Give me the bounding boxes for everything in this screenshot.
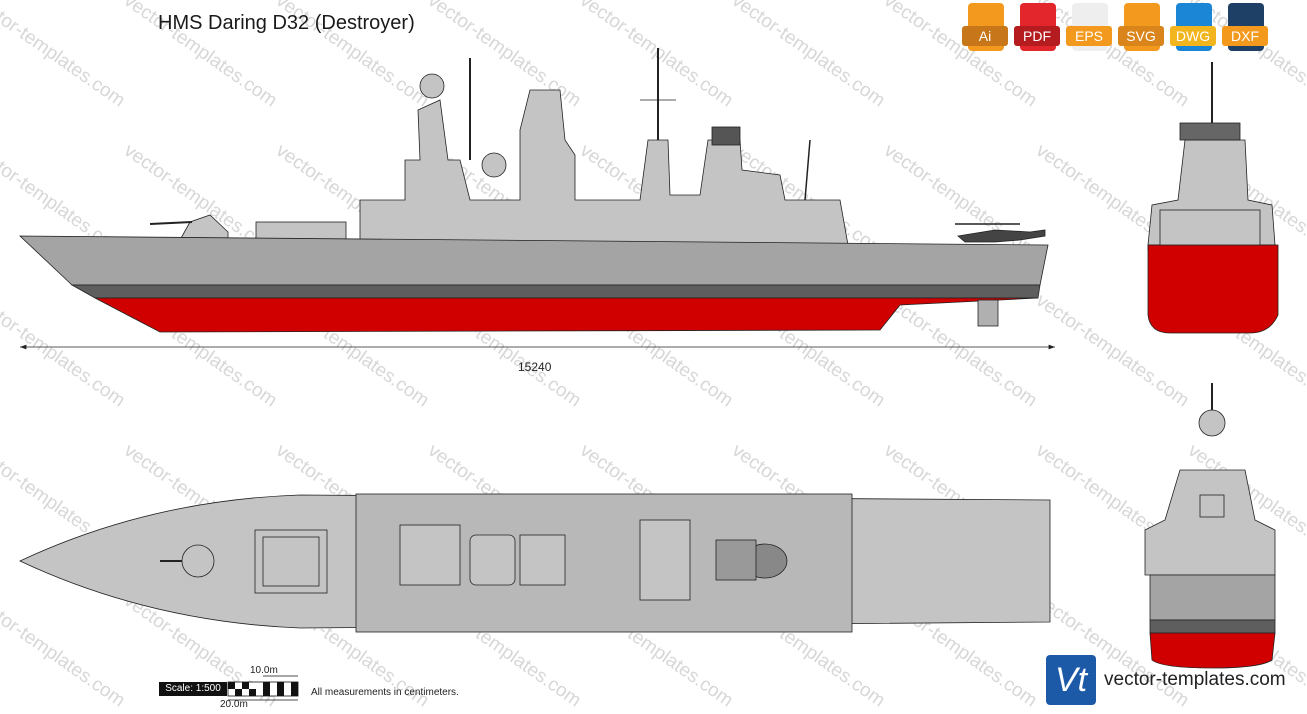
format-label: SVG [1118,26,1164,46]
front-view-lower [1144,383,1276,669]
format-dwg-button[interactable]: DWG [1170,3,1216,51]
scale-top-label: 10.0m [250,665,278,676]
side-antifouling [94,297,1039,333]
side-view [18,48,1049,333]
brand-logo-icon: Vt [1046,655,1096,705]
format-ai-button[interactable]: Ai [962,3,1008,51]
length-dimension-label: 15240 [518,360,552,374]
scale-bar [227,675,299,701]
side-superstructure [359,89,849,246]
format-eps-button[interactable]: EPS [1066,3,1112,51]
format-label: Ai [962,26,1008,46]
scale-bottom-label: 20.0m [220,699,248,710]
side-hull [18,235,1049,286]
format-dxf-button[interactable]: DXF [1222,3,1268,51]
page-title: HMS Daring D32 (Destroyer) [158,12,415,34]
brand-link[interactable]: Vt vector-templates.com [1046,655,1286,705]
helicopter-icon [955,223,1046,243]
scale-label: Scale: 1:500 [159,682,227,696]
format-download-bar: Ai PDF EPS SVG DWG DXF [962,3,1268,51]
front-view-upper [1147,62,1279,334]
radar-dome [419,73,445,99]
format-label: DXF [1222,26,1268,46]
measurement-note: All measurements in centimeters. [311,687,459,698]
format-label: EPS [1066,26,1112,46]
format-label: DWG [1170,26,1216,46]
brand-url: vector-templates.com [1104,669,1286,690]
top-view [19,493,1051,633]
format-svg-button[interactable]: SVG [1118,3,1164,51]
format-pdf-button[interactable]: PDF [1014,3,1060,51]
front-hull-red [1147,244,1279,334]
format-label: PDF [1014,26,1060,46]
